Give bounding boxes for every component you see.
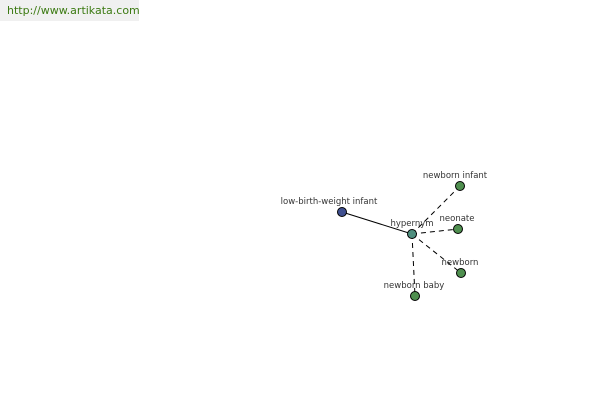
- node-ni[interactable]: newborn infant: [423, 171, 488, 191]
- node-label-ni[interactable]: newborn infant: [423, 171, 488, 181]
- node-marker-lbw[interactable]: [337, 207, 347, 217]
- site-url-bar: http://www.artikata.com: [0, 0, 139, 21]
- node-marker-center[interactable]: [407, 229, 417, 239]
- graph-edges: [341, 185, 462, 297]
- node-nbb[interactable]: newborn baby: [384, 281, 445, 301]
- edge-center-nb: [411, 233, 462, 274]
- node-label-neo[interactable]: neonate: [440, 214, 475, 224]
- node-marker-ni[interactable]: [455, 181, 465, 191]
- node-neo[interactable]: neonate: [440, 214, 475, 234]
- node-label-lbw[interactable]: low-birth-weight infant: [281, 197, 378, 207]
- node-label-center[interactable]: hypernym: [390, 219, 433, 229]
- node-marker-nbb[interactable]: [410, 291, 420, 301]
- edge-center-neo: [411, 228, 459, 235]
- node-lbw[interactable]: low-birth-weight infant: [281, 197, 378, 217]
- node-marker-nb[interactable]: [456, 268, 466, 278]
- edge-center-ni: [411, 185, 461, 235]
- node-center[interactable]: hypernym: [390, 219, 434, 239]
- node-label-nb[interactable]: newborn: [442, 258, 479, 268]
- node-label-nbb[interactable]: newborn baby: [384, 281, 445, 291]
- edge-center-nbb: [411, 233, 416, 297]
- edge-lbw-center: [341, 211, 413, 235]
- node-nb[interactable]: newborn: [442, 258, 479, 278]
- graph-nodes: hypernym low-birth-weight infant newborn i…: [281, 171, 488, 301]
- site-url-link[interactable]: http://www.artikata.com: [7, 4, 139, 17]
- node-marker-neo[interactable]: [453, 224, 463, 234]
